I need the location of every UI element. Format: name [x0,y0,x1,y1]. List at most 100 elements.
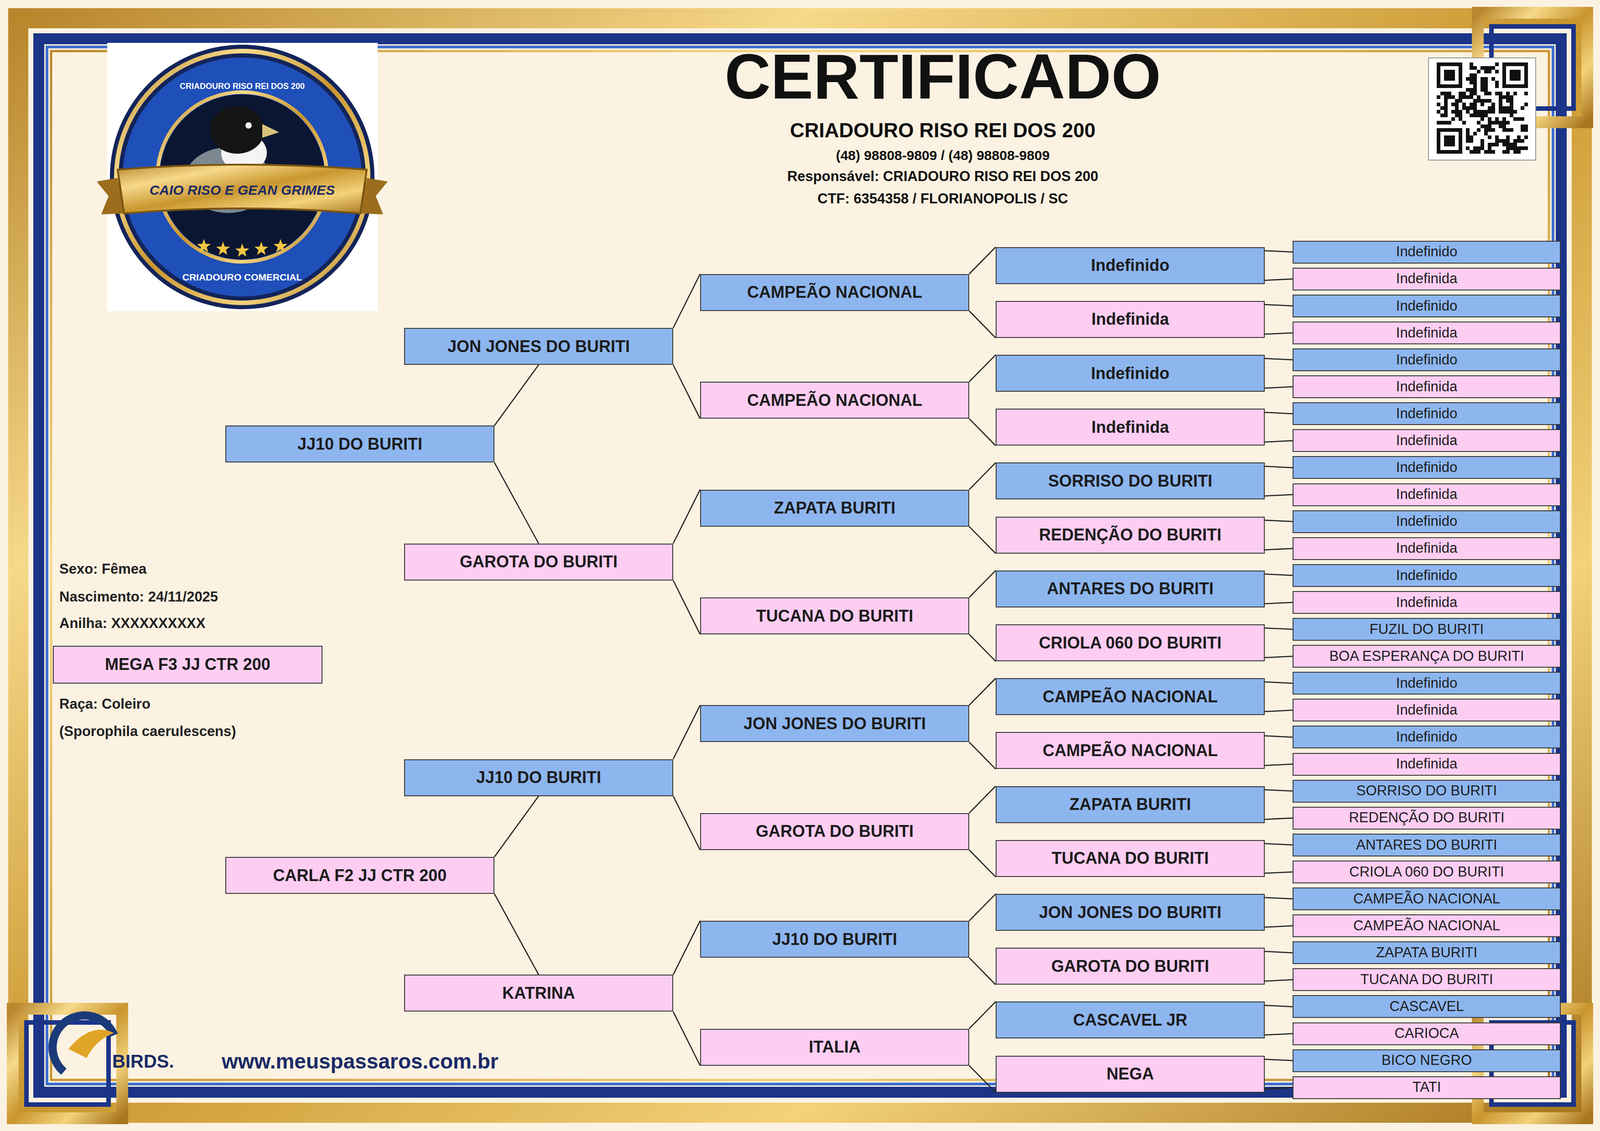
qr-module [1491,102,1496,107]
bird-name: JJ10 DO BURITI [297,435,423,453]
bird-name: ITALIA [808,1038,861,1056]
star [197,238,211,253]
bird-name: Indefinido [1090,364,1170,383]
pedigree-line [969,247,996,275]
qr-module [1495,117,1499,121]
qr-module [1480,66,1485,70]
qr-module [1480,146,1485,151]
bird-name: GAROTA DO BURITI [1051,957,1210,976]
bird-name: JJ10 DO BURITI [476,768,602,787]
pedigree-box: Indefinido [1292,402,1561,426]
qr-module [1462,95,1466,99]
qr-module [1465,109,1470,114]
qr-module [1513,146,1517,151]
qr-module [1509,109,1514,114]
qr-module [1462,106,1466,110]
pedigree-box: Indefinido [1292,348,1561,372]
gold-border [18,18,1582,1113]
pedigree-line [1264,789,1293,792]
qr-module [1498,120,1503,125]
qr-module [1462,120,1466,125]
pedigree-box: BICO NEGRO [1292,1049,1561,1073]
qr-module [1506,109,1510,114]
qr-module [1469,150,1474,154]
qr-module [1480,98,1485,103]
pedigree-line [673,796,701,851]
qr-module [1473,84,1477,89]
pedigree-box: CAMPEÃO NACIONAL [1292,887,1561,911]
pedigree-line [969,311,996,338]
qr-module [1440,120,1445,125]
pedigree-box: Indefinido [995,247,1265,285]
bird-name: CAMPEÃO NACIONAL [747,283,923,302]
pedigree-line [494,364,539,426]
logo-bird [68,1029,115,1059]
qr-module [1444,106,1448,110]
qr-module [1487,91,1492,96]
qr-module [1454,109,1459,114]
qr-module [1458,98,1463,103]
pedigree-line [1264,548,1293,551]
logo-rim [109,44,375,310]
qr-module [1495,84,1499,89]
pedigree-line [1264,466,1293,468]
bird-name: Indefinida [1091,310,1169,328]
pedigree-box: CASCAVEL JR [995,1001,1265,1039]
pedigree-line [1264,250,1293,253]
pedigree-box: Indefinida [1292,753,1561,776]
qr-module [1465,77,1470,81]
qr-module [1451,109,1455,114]
bird-name: Indefinida [1396,433,1458,449]
qr-module [1473,88,1477,92]
pedigree-box: Indefinido [1292,725,1561,749]
bird-name: CAMPEÃO NACIONAL [1353,918,1501,934]
qr-module [1509,113,1514,118]
pedigree-box: TUCANA DO BURITI [700,597,970,635]
qr-module [1506,150,1510,154]
bird-name: BICO NEGRO [1381,1053,1472,1069]
qr-module [1520,139,1525,143]
qr-module [1451,102,1455,107]
navy-border [38,38,1562,1093]
qr-module [1476,69,1481,74]
qr-module [1487,109,1492,114]
pedigree-box: CAMPEÃO NACIONAL [700,381,970,419]
bird-name: CASCAVEL [1389,999,1464,1015]
qr-module [1473,73,1477,78]
bird-name: Indefinida [1091,418,1169,437]
qr-module [1469,106,1474,110]
registration-text: CTF: 6354358 / FLORIANOPOLIS / SC [817,191,1069,207]
qr-module [1491,109,1496,114]
pedigree-line [1264,628,1293,630]
bird-name: CARIOCA [1394,1026,1459,1042]
pedigree-line [1264,979,1293,982]
qr-module [1473,131,1477,136]
bird-name: CAMPEÃO NACIONAL [747,391,923,410]
pedigree-line [1264,332,1293,335]
bird-name: Indefinido [1396,675,1458,691]
pedigree-box: ANTARES DO BURITI [995,570,1265,608]
pedigree-line [969,957,996,985]
bird-name: MEGA F3 JJ CTR 200 [104,655,271,674]
pedigree-line [1264,656,1293,658]
pedigree-box: REDENÇÃO DO BURITI [1292,806,1561,830]
bird-name: CARLA F2 JJ CTR 200 [273,867,447,885]
pedigree-line [969,678,996,706]
phone-number: (48) 98808-9809 / (48) 98808-9809 [836,147,1050,163]
qr-module [1509,98,1514,103]
bird-name: Indefinido [1396,298,1458,314]
pedigree-box: ITALIA [700,1028,970,1066]
pedigree-box: Indefinida [1292,483,1561,507]
qr-module [1516,139,1521,143]
star [254,241,269,255]
pedigree-line [673,489,701,544]
qr-module [1484,128,1488,132]
qr-module [1502,142,1507,147]
qr-module [1524,102,1528,107]
qr-module [1506,135,1510,140]
qr-module [1465,135,1470,140]
pedigree-line [494,893,539,975]
qr-module [1469,113,1474,118]
qr-module [1502,95,1507,99]
